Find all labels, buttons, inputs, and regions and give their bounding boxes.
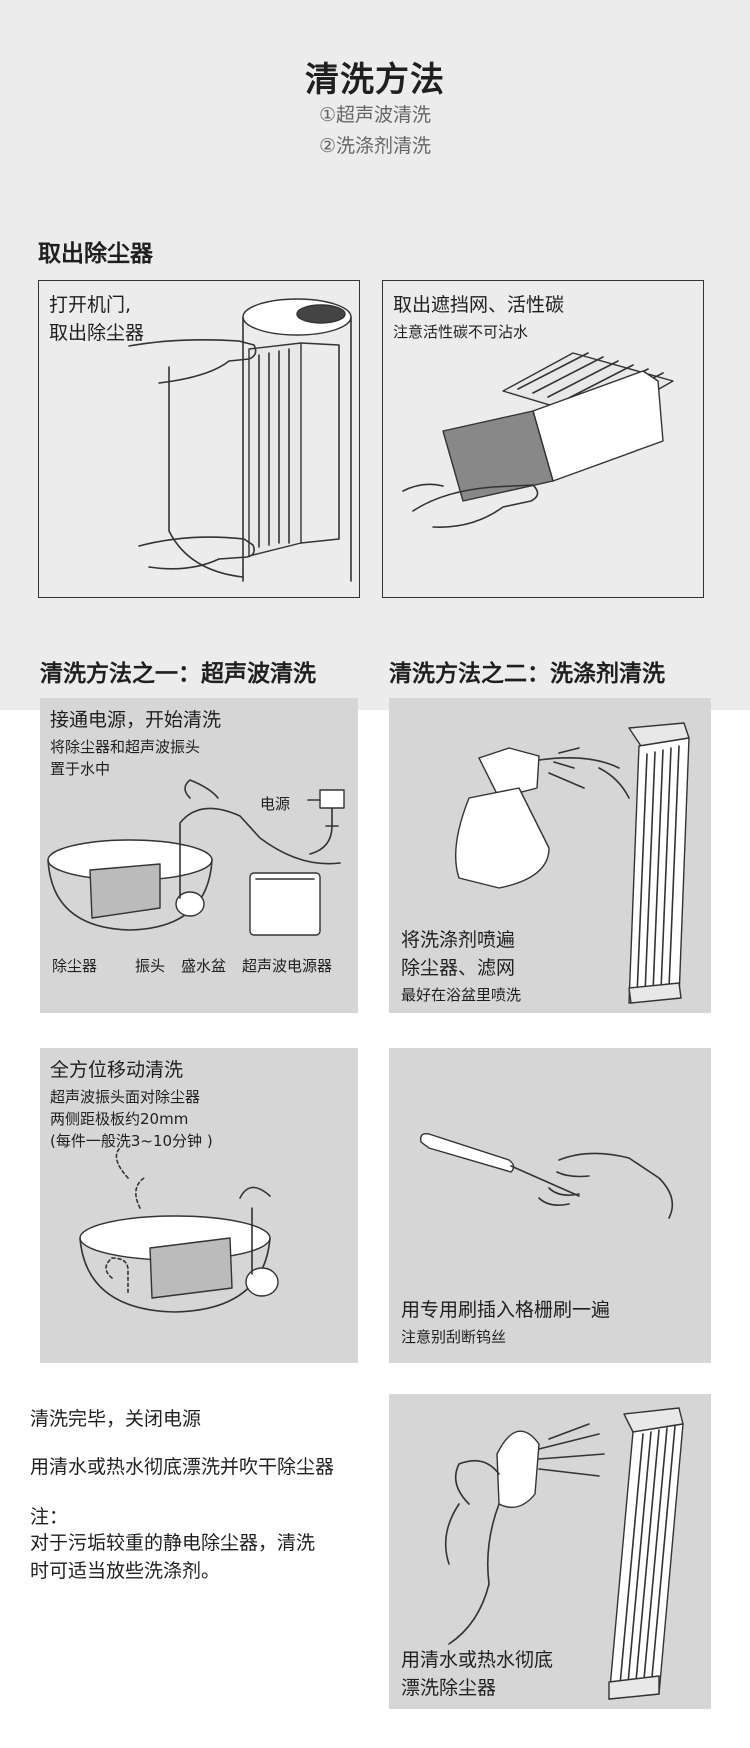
finish-line2: 用清水或热水彻底漂洗并吹干除尘器	[30, 1456, 335, 1478]
method-two-heading: 清洗方法之二：洗涤剂清洗	[389, 661, 665, 687]
detergent-step2-panel: 用专用刷插入格栅刷一遍 注意别刮断钨丝	[389, 1048, 711, 1363]
page-title: 清洗方法	[305, 60, 445, 100]
ultrasonic-step2-line2: 两侧距极板约20mm	[50, 1110, 189, 1128]
detergent-step1-panel: 将洗涤剂喷遍 除尘器、滤网 最好在浴盆里喷洗	[389, 698, 711, 1013]
remove-mesh-panel: 取出遮挡网、活性碳 注意活性碳不可沾水	[382, 280, 704, 598]
detergent-step3-line2: 漂洗除尘器	[401, 1677, 497, 1699]
remove-collector-panel: 打开机门, 取出除尘器	[38, 280, 360, 598]
detergent-step3-line1: 用清水或热水彻底	[401, 1649, 554, 1671]
remove-right-line2: 注意活性碳不可沾水	[393, 323, 529, 341]
remove-left-line1: 打开机门,	[49, 294, 132, 316]
ultrasonic-step1-line1: 将除尘器和超声波振头	[50, 738, 201, 756]
ultrasonic-step1-line2: 置于水中	[50, 760, 111, 778]
finish-line1: 清洗完毕，关闭电源	[30, 1408, 202, 1430]
rinse-illustration	[444, 1407, 684, 1700]
label-basin: 盛水盆	[181, 957, 227, 975]
ultrasonic-step2-line3: (每件一般洗3~10分钟 )	[50, 1132, 213, 1150]
finish-note-label: 注：	[30, 1506, 69, 1528]
finish-note1: 对于污垢较重的静电除尘器，清洗	[30, 1532, 316, 1554]
ultrasonic-step2-line1: 超声波振头面对除尘器	[50, 1088, 201, 1106]
ultrasonic-step1-panel: 接通电源，开始清洗 将除尘器和超声波振头 置于水中 电源 除尘器 振头 盛水盆 …	[40, 698, 358, 1013]
detergent-step3-panel: 用清水或热水彻底 漂洗除尘器	[389, 1394, 711, 1709]
purifier-illustration	[128, 298, 352, 582]
ultrasonic-step2-title: 全方位移动清洗	[50, 1059, 184, 1081]
label-transducer: 振头	[135, 957, 166, 975]
ultrasonic-step2-panel: 全方位移动清洗 超声波振头面对除尘器 两侧距极板约20mm (每件一般洗3~10…	[40, 1048, 358, 1363]
detergent-step1-line2: 除尘器、滤网	[401, 957, 516, 979]
ultrasonic-setup-illustration	[47, 779, 345, 936]
remove-heading: 取出除尘器	[38, 241, 153, 267]
label-ultrasonic-power: 超声波电源器	[242, 957, 333, 975]
label-collector: 除尘器	[52, 957, 98, 975]
detergent-step1-line1: 将洗涤剂喷遍	[401, 929, 516, 951]
ultrasonic-step1-title: 接通电源，开始清洗	[50, 709, 222, 731]
remove-left-line2: 取出除尘器	[49, 322, 145, 344]
remove-right-line1: 取出遮挡网、活性碳	[393, 294, 565, 316]
spray-bottle-illustration	[455, 722, 690, 1004]
detergent-step1-line3: 最好在浴盆里喷洗	[401, 986, 522, 1004]
power-label: 电源	[260, 795, 291, 813]
method-two-subtitle: ②洗涤剂清洗	[318, 135, 432, 157]
moving-wash-illustration	[79, 1147, 279, 1313]
brush-illustration	[419, 1132, 674, 1219]
finish-note2: 时可适当放些洗涤剂。	[30, 1560, 221, 1582]
filter-mesh-illustration	[402, 352, 674, 528]
method-one-heading: 清洗方法之一：超声波清洗	[40, 661, 316, 687]
detergent-step2-line2: 注意别刮断钨丝	[401, 1328, 507, 1346]
detergent-step2-line1: 用专用刷插入格栅刷一遍	[401, 1299, 611, 1321]
method-one-subtitle: ①超声波清洗	[318, 104, 432, 126]
